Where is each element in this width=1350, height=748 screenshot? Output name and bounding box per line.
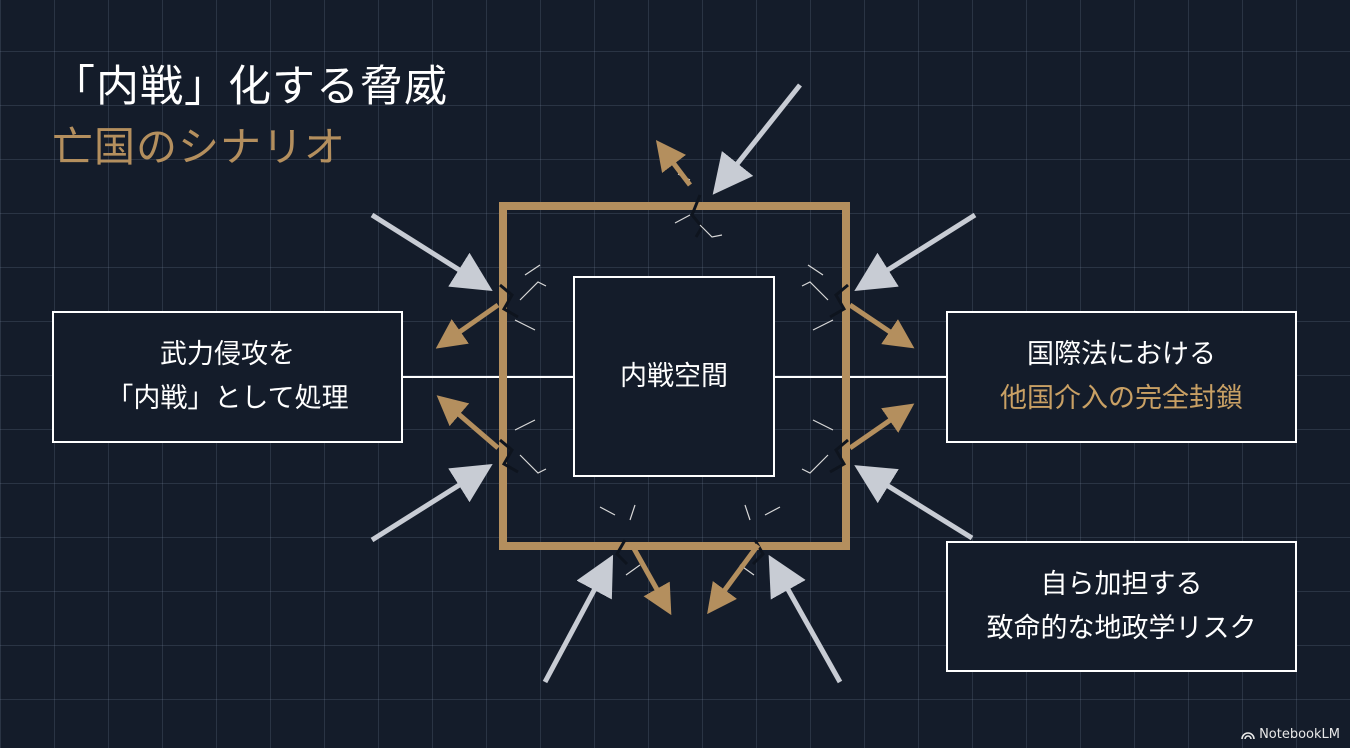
- bottom-right-box: 自ら加担する 致命的な地政学リスク: [946, 541, 1297, 672]
- outer-border-square: [499, 202, 850, 550]
- center-box-label: 内戦空間: [620, 360, 728, 392]
- slide-subtitle: 亡国のシナリオ: [52, 123, 346, 171]
- watermark-text: NotebookLM: [1259, 727, 1340, 742]
- left-box-line2: 「内戦」として処理: [106, 383, 349, 414]
- right-box-line2: 他国介入の完全封鎖: [1000, 383, 1243, 414]
- crack-marks: [499, 194, 849, 566]
- left-box: 武力侵攻を 「内戦」として処理: [52, 311, 403, 443]
- inward-pressure-arrows: [370, 83, 977, 684]
- right-box: 国際法における 他国介入の完全封鎖: [946, 311, 1297, 443]
- notebooklm-logo-icon: [1241, 732, 1255, 740]
- slide-title: 「内戦」化する脅威: [52, 62, 448, 112]
- outward-rupture-arrows: [435, 140, 915, 616]
- center-box-civil-war-space: 内戦空間: [573, 276, 775, 477]
- left-box-line1: 武力侵攻を: [160, 339, 295, 370]
- notebooklm-watermark: NotebookLM: [1241, 727, 1340, 742]
- crack-lines-light: [514, 173, 834, 576]
- bottom-right-box-line2: 致命的な地政学リスク: [986, 612, 1257, 644]
- right-box-line1: 国際法における: [1027, 339, 1216, 370]
- bottom-right-box-line1: 自ら加担する: [1040, 568, 1203, 600]
